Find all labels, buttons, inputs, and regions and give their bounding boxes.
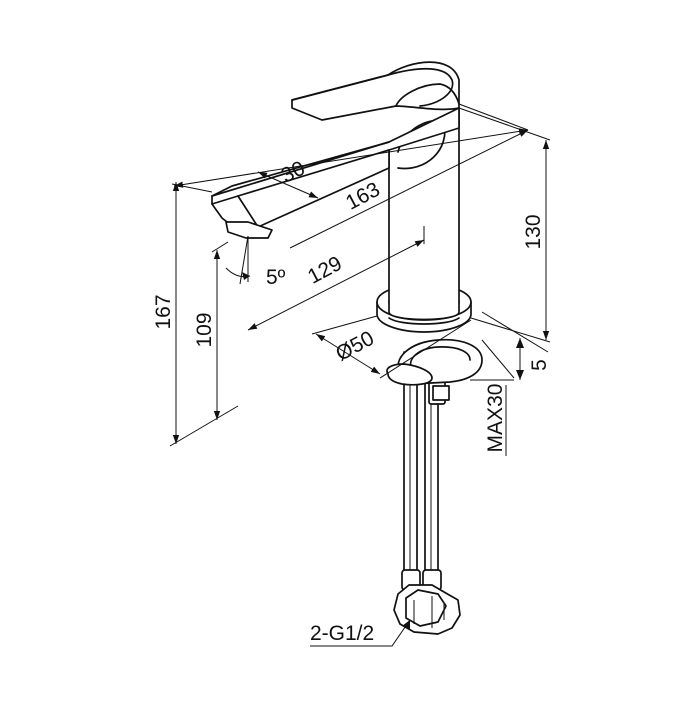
dim-167-label: 167 (152, 294, 175, 329)
fixing-plate (386, 338, 483, 386)
lever-handle (291, 61, 460, 121)
dim-5deg-label: 5º (266, 266, 286, 289)
dimension-plate-thickness: 5 (481, 311, 551, 380)
dim-max30-label: MAX30 (484, 384, 507, 453)
dim-5-label: 5 (528, 359, 551, 371)
hose-connection-nuts (393, 584, 461, 635)
dimension-connection: 2-G1/2 (310, 619, 411, 647)
dimension-max-deck: MAX30 (470, 379, 514, 456)
dim-diameter-label: Ø50 (332, 327, 378, 366)
dimension-body-height: 130 (458, 107, 551, 343)
dim-130-label: 130 (522, 214, 545, 249)
dim-109-label: 109 (193, 312, 216, 347)
dimension-spout-height: 109 (193, 241, 229, 420)
dimension-spout-angle: 5º (225, 235, 286, 289)
dim-connection-label: 2-G1/2 (310, 622, 374, 645)
